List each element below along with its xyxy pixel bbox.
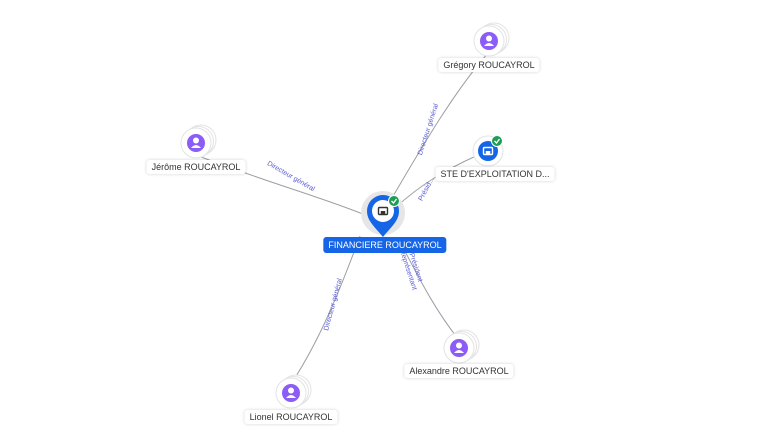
edge-label-ste: Présid... [418, 176, 436, 202]
building-icon [377, 206, 389, 216]
edge-label-lionel: Directeur général [323, 277, 344, 331]
node-label-gregory[interactable]: Grégory ROUCAYROL [438, 58, 540, 72]
node-label-alexandre[interactable]: Alexandre ROUCAYROL [404, 364, 514, 378]
node-jerome[interactable] [180, 124, 217, 159]
node-gregory[interactable] [473, 22, 510, 57]
verified-icon [491, 135, 503, 147]
edge-ste [394, 155, 477, 209]
node-alexandre[interactable] [443, 329, 480, 364]
node-lionel[interactable] [275, 374, 312, 409]
person-icon [480, 32, 498, 50]
edge-alexandre [397, 237, 460, 341]
center-node-label[interactable]: FINANCIERE ROUCAYROL [323, 237, 447, 253]
person-icon [282, 384, 300, 402]
verified-icon [388, 195, 400, 207]
building-icon [482, 146, 494, 156]
center-node[interactable] [361, 191, 405, 237]
node-label-jerome[interactable]: Jérôme ROUCAYROL [146, 160, 246, 174]
edge-label-gregory: Directeur général [417, 103, 440, 157]
edge-lionel [290, 235, 361, 385]
person-icon [187, 134, 205, 152]
node-ste[interactable] [472, 135, 504, 167]
person-icon [450, 339, 468, 357]
node-label-lionel[interactable]: Lionel ROUCAYROL [244, 410, 338, 424]
node-label-ste[interactable]: STE D'EXPLOITATION D... [435, 167, 555, 181]
